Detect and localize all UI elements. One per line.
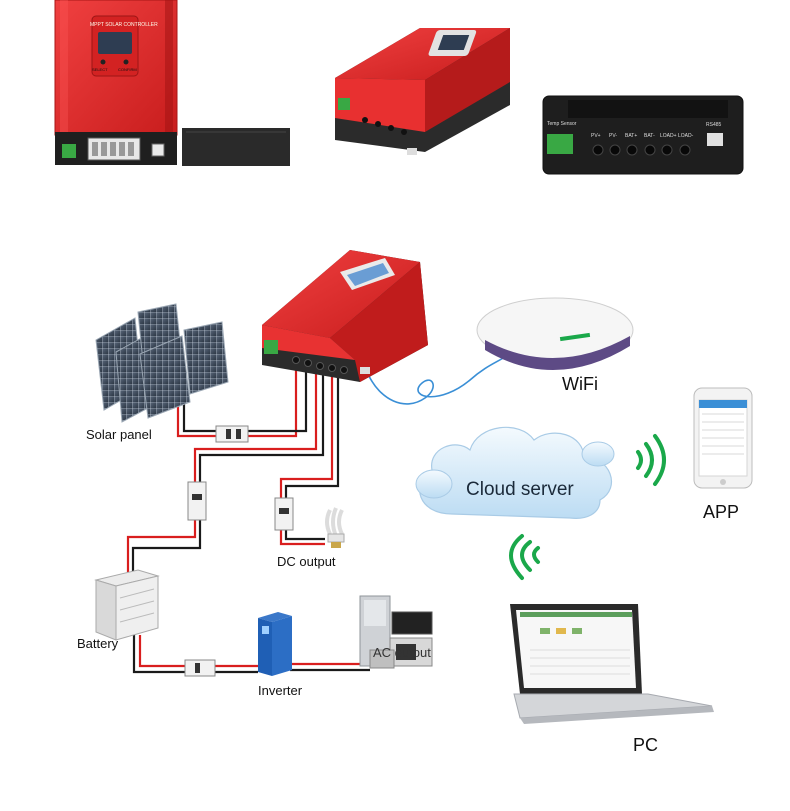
temp-connector-green <box>62 144 76 158</box>
temp-sensor-connector <box>547 134 573 154</box>
port-label-load-minus: LOAD- <box>678 133 694 139</box>
label-pc: PC <box>633 735 659 755</box>
top-controller-iso <box>335 28 510 155</box>
back-panel <box>542 95 744 175</box>
port-label-pv-plus: PV+ <box>591 133 601 139</box>
main-controller <box>262 250 428 382</box>
label-wifi: WiFi <box>562 374 598 394</box>
port-label-load-plus: LOAD+ <box>660 133 677 139</box>
rs485-label: RS485 <box>706 122 722 128</box>
top-controller-terminals <box>62 137 165 161</box>
network-cable <box>367 351 511 405</box>
port-label-bat-plus: BAT+ <box>625 133 638 139</box>
signal-waves-pc <box>509 534 540 580</box>
label-ac-output: AC output <box>373 645 431 660</box>
battery-icon <box>94 569 160 641</box>
terminal-cover <box>182 128 290 166</box>
solar-panel-array <box>95 303 229 423</box>
top-controller-title: MPPT SOLAR CONTROLLER <box>90 22 158 28</box>
main-controller-lcd <box>347 263 389 286</box>
phone-app-icon <box>693 387 753 489</box>
label-app: APP <box>703 502 740 522</box>
select-button-dot <box>100 59 106 65</box>
breaker-battery <box>187 481 207 521</box>
label-dc-output: DC output <box>277 554 336 569</box>
breaker-solar <box>215 425 249 443</box>
confirm-button-dot <box>123 59 129 65</box>
wifi-router-icon <box>476 297 634 371</box>
top-confirm-label: CONFIRM <box>118 67 137 72</box>
top-select-label: SELECT <box>92 67 108 72</box>
label-inverter: Inverter <box>258 683 303 698</box>
signal-waves-app <box>636 434 666 486</box>
port-label-bat-minus: BAT- <box>644 133 655 139</box>
inverter-icon <box>258 612 292 676</box>
breaker-dc-output <box>274 497 294 531</box>
top-controller-front <box>54 0 290 166</box>
label-cloud-server: Cloud server <box>466 479 574 500</box>
breaker-inverter <box>184 659 216 677</box>
cloud-server-icon <box>415 426 615 519</box>
laptop-pc-icon <box>510 604 714 724</box>
temp-sensor-label: Temp Sensor <box>547 121 577 127</box>
rs485-port <box>151 143 165 157</box>
wiring <box>126 370 370 674</box>
label-solar-panel: Solar panel <box>86 427 152 442</box>
rs485-jack <box>707 133 723 146</box>
port-label-pv-minus: PV- <box>609 133 618 139</box>
label-battery: Battery <box>77 636 119 651</box>
top-controller-lcd <box>98 32 132 54</box>
dc-bulb-icon <box>325 507 345 548</box>
ac-appliances-icon <box>359 595 433 669</box>
